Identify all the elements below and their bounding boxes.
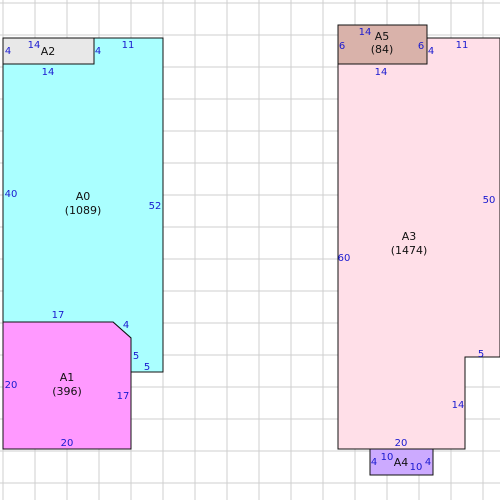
dim-a3-step-in: 5 <box>478 349 484 360</box>
room-a1-area: (396) <box>52 385 82 398</box>
dim-a4-top: 10 <box>381 452 394 463</box>
dim-a1-bottom: 20 <box>61 438 74 449</box>
room-a1-name: A1 <box>60 371 75 384</box>
dim-a5-left: 6 <box>339 41 345 52</box>
dim-a1-left: 20 <box>5 380 18 391</box>
room-a4[interactable] <box>369 448 434 476</box>
room-a3-area: (1474) <box>391 244 428 257</box>
dim-a5-right: 6 <box>418 41 424 52</box>
dim-a0-step-down: 5 <box>133 351 139 362</box>
room-a4-name: A4 <box>394 456 409 469</box>
dim-a0-top-right: 11 <box>122 40 135 51</box>
dim-a3-right: 50 <box>483 195 496 206</box>
dim-a3-top-right: 11 <box>456 40 469 51</box>
dim-a0-step-out: 5 <box>144 362 150 373</box>
room-a5-area: (84) <box>371 43 394 56</box>
dim-a2-right: 4 <box>95 46 101 57</box>
dim-a3-top-left: 14 <box>375 67 388 78</box>
dim-a1-right: 17 <box>117 391 130 402</box>
dim-a0-right: 52 <box>149 201 162 212</box>
dim-a2-top: 14 <box>28 40 41 51</box>
dim-a3-lower-right: 14 <box>452 400 465 411</box>
room-a3-name: A3 <box>402 230 417 243</box>
dim-a0-left: 40 <box>5 189 18 200</box>
dim-a4-right: 4 <box>425 457 431 468</box>
dim-a0-bottom: 17 <box>52 310 65 321</box>
room-a2[interactable] <box>2 37 95 65</box>
dim-a4-left: 4 <box>371 457 377 468</box>
room-a0-name: A0 <box>76 190 91 203</box>
room-a0-area: (1089) <box>65 204 102 217</box>
room-a2-name: A2 <box>41 45 56 58</box>
room-a5-name: A5 <box>375 30 390 43</box>
dim-a3-bottom: 20 <box>395 438 408 449</box>
room-a1[interactable] <box>2 321 132 450</box>
dim-a0-chamfer: 4 <box>123 320 129 331</box>
room-a3[interactable] <box>337 37 500 450</box>
dim-a5-inner-right: 4 <box>428 46 434 57</box>
dim-a3-left: 60 <box>338 253 351 264</box>
dim-a2-left: 4 <box>5 46 11 57</box>
dim-a5-top: 14 <box>359 27 372 38</box>
dim-a4-bottom: 10 <box>410 462 423 473</box>
dim-a2-bottom: 14 <box>42 67 55 78</box>
room-a5[interactable] <box>337 24 428 65</box>
